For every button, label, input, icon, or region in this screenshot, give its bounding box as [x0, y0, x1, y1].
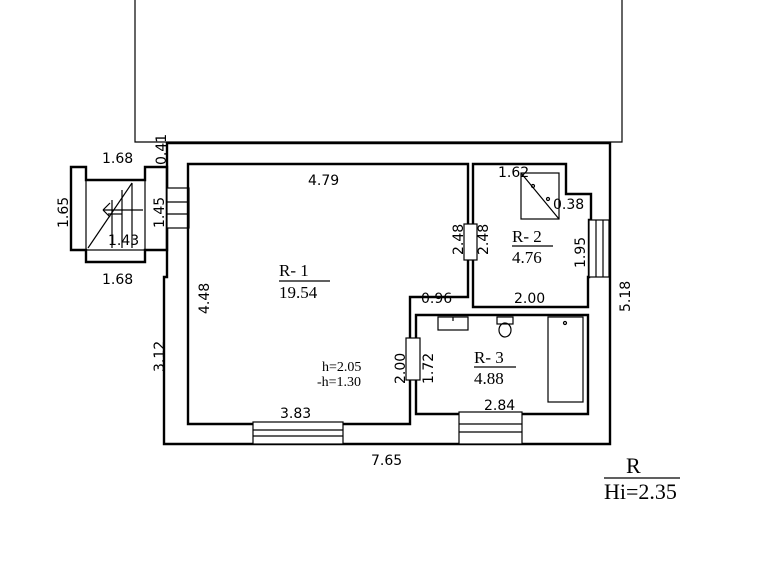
dim-outer-bottom: 7.65 — [371, 453, 402, 469]
room-1-area: 19.54 — [279, 283, 318, 302]
window-r2-right — [588, 219, 610, 278]
dim-r3-left: 1.72 — [421, 353, 437, 384]
dim-stair-bottom: 1.68 — [102, 272, 133, 288]
room-1-height: h=2.05 — [322, 360, 361, 375]
dim-step-horizontal: 0.96 — [421, 291, 452, 307]
room-3-walls — [414, 313, 590, 416]
room-2-name: R- 2 — [512, 227, 542, 246]
window-r3-bottom — [458, 411, 523, 445]
dim-r1-top: 4.79 — [308, 173, 339, 189]
dim-r1-right: 2.48 — [451, 224, 467, 255]
room-1-neg-height: -h=1.30 — [317, 375, 361, 390]
room-2-area: 4.76 — [512, 248, 542, 267]
room-1-walls — [186, 162, 470, 426]
dim-r1-bottom: 3.83 — [280, 406, 311, 422]
door-r1-r2 — [463, 223, 478, 261]
room-3-name: R- 3 — [474, 348, 504, 367]
room-3-area: 4.88 — [474, 369, 504, 388]
room-1-name: R- 1 — [279, 261, 309, 280]
dim-upper-wall: 0.41 — [154, 134, 170, 165]
adjacent-building-outline — [134, 0, 623, 143]
room-1-label: R- 1 19.54 h=2.05 -h=1.30 — [279, 261, 361, 390]
sink-fixture — [437, 316, 469, 331]
legend-symbol: R — [626, 453, 641, 478]
room-2-label: R- 2 4.76 — [512, 227, 553, 267]
door-r1-r3 — [405, 337, 421, 381]
dim-step-vertical: 2.00 — [393, 353, 409, 384]
legend-height: Hi=2.35 — [604, 479, 677, 504]
dim-r2-left: 2.48 — [476, 224, 492, 255]
dim-outer-left-lower: 3.12 — [152, 341, 168, 372]
dim-r2-right-small: 0.38 — [553, 197, 584, 213]
dim-stair-top: 1.68 — [102, 151, 133, 167]
shower-fixture — [520, 172, 560, 220]
window-r1-bottom — [252, 421, 344, 445]
dim-r1-left: 4.48 — [197, 283, 213, 314]
dim-r2-top: 1.62 — [498, 165, 529, 181]
dim-r2-right: 1.95 — [573, 237, 589, 268]
bathtub-fixture — [547, 316, 584, 403]
toilet-fixture — [496, 316, 514, 338]
dim-stair-inner: 1.43 — [108, 233, 139, 249]
dim-stair-left: 1.65 — [56, 197, 72, 228]
dim-stair-width: 1.45 — [152, 197, 168, 228]
dim-outer-right: 5.18 — [618, 281, 634, 312]
outer-wall — [162, 141, 612, 446]
dim-r3-bottom: 2.84 — [484, 398, 515, 414]
room-3-label: R- 3 4.88 — [474, 348, 516, 388]
height-legend: R Hi=2.35 — [604, 453, 680, 504]
dim-r2-bottom: 2.00 — [514, 291, 545, 307]
